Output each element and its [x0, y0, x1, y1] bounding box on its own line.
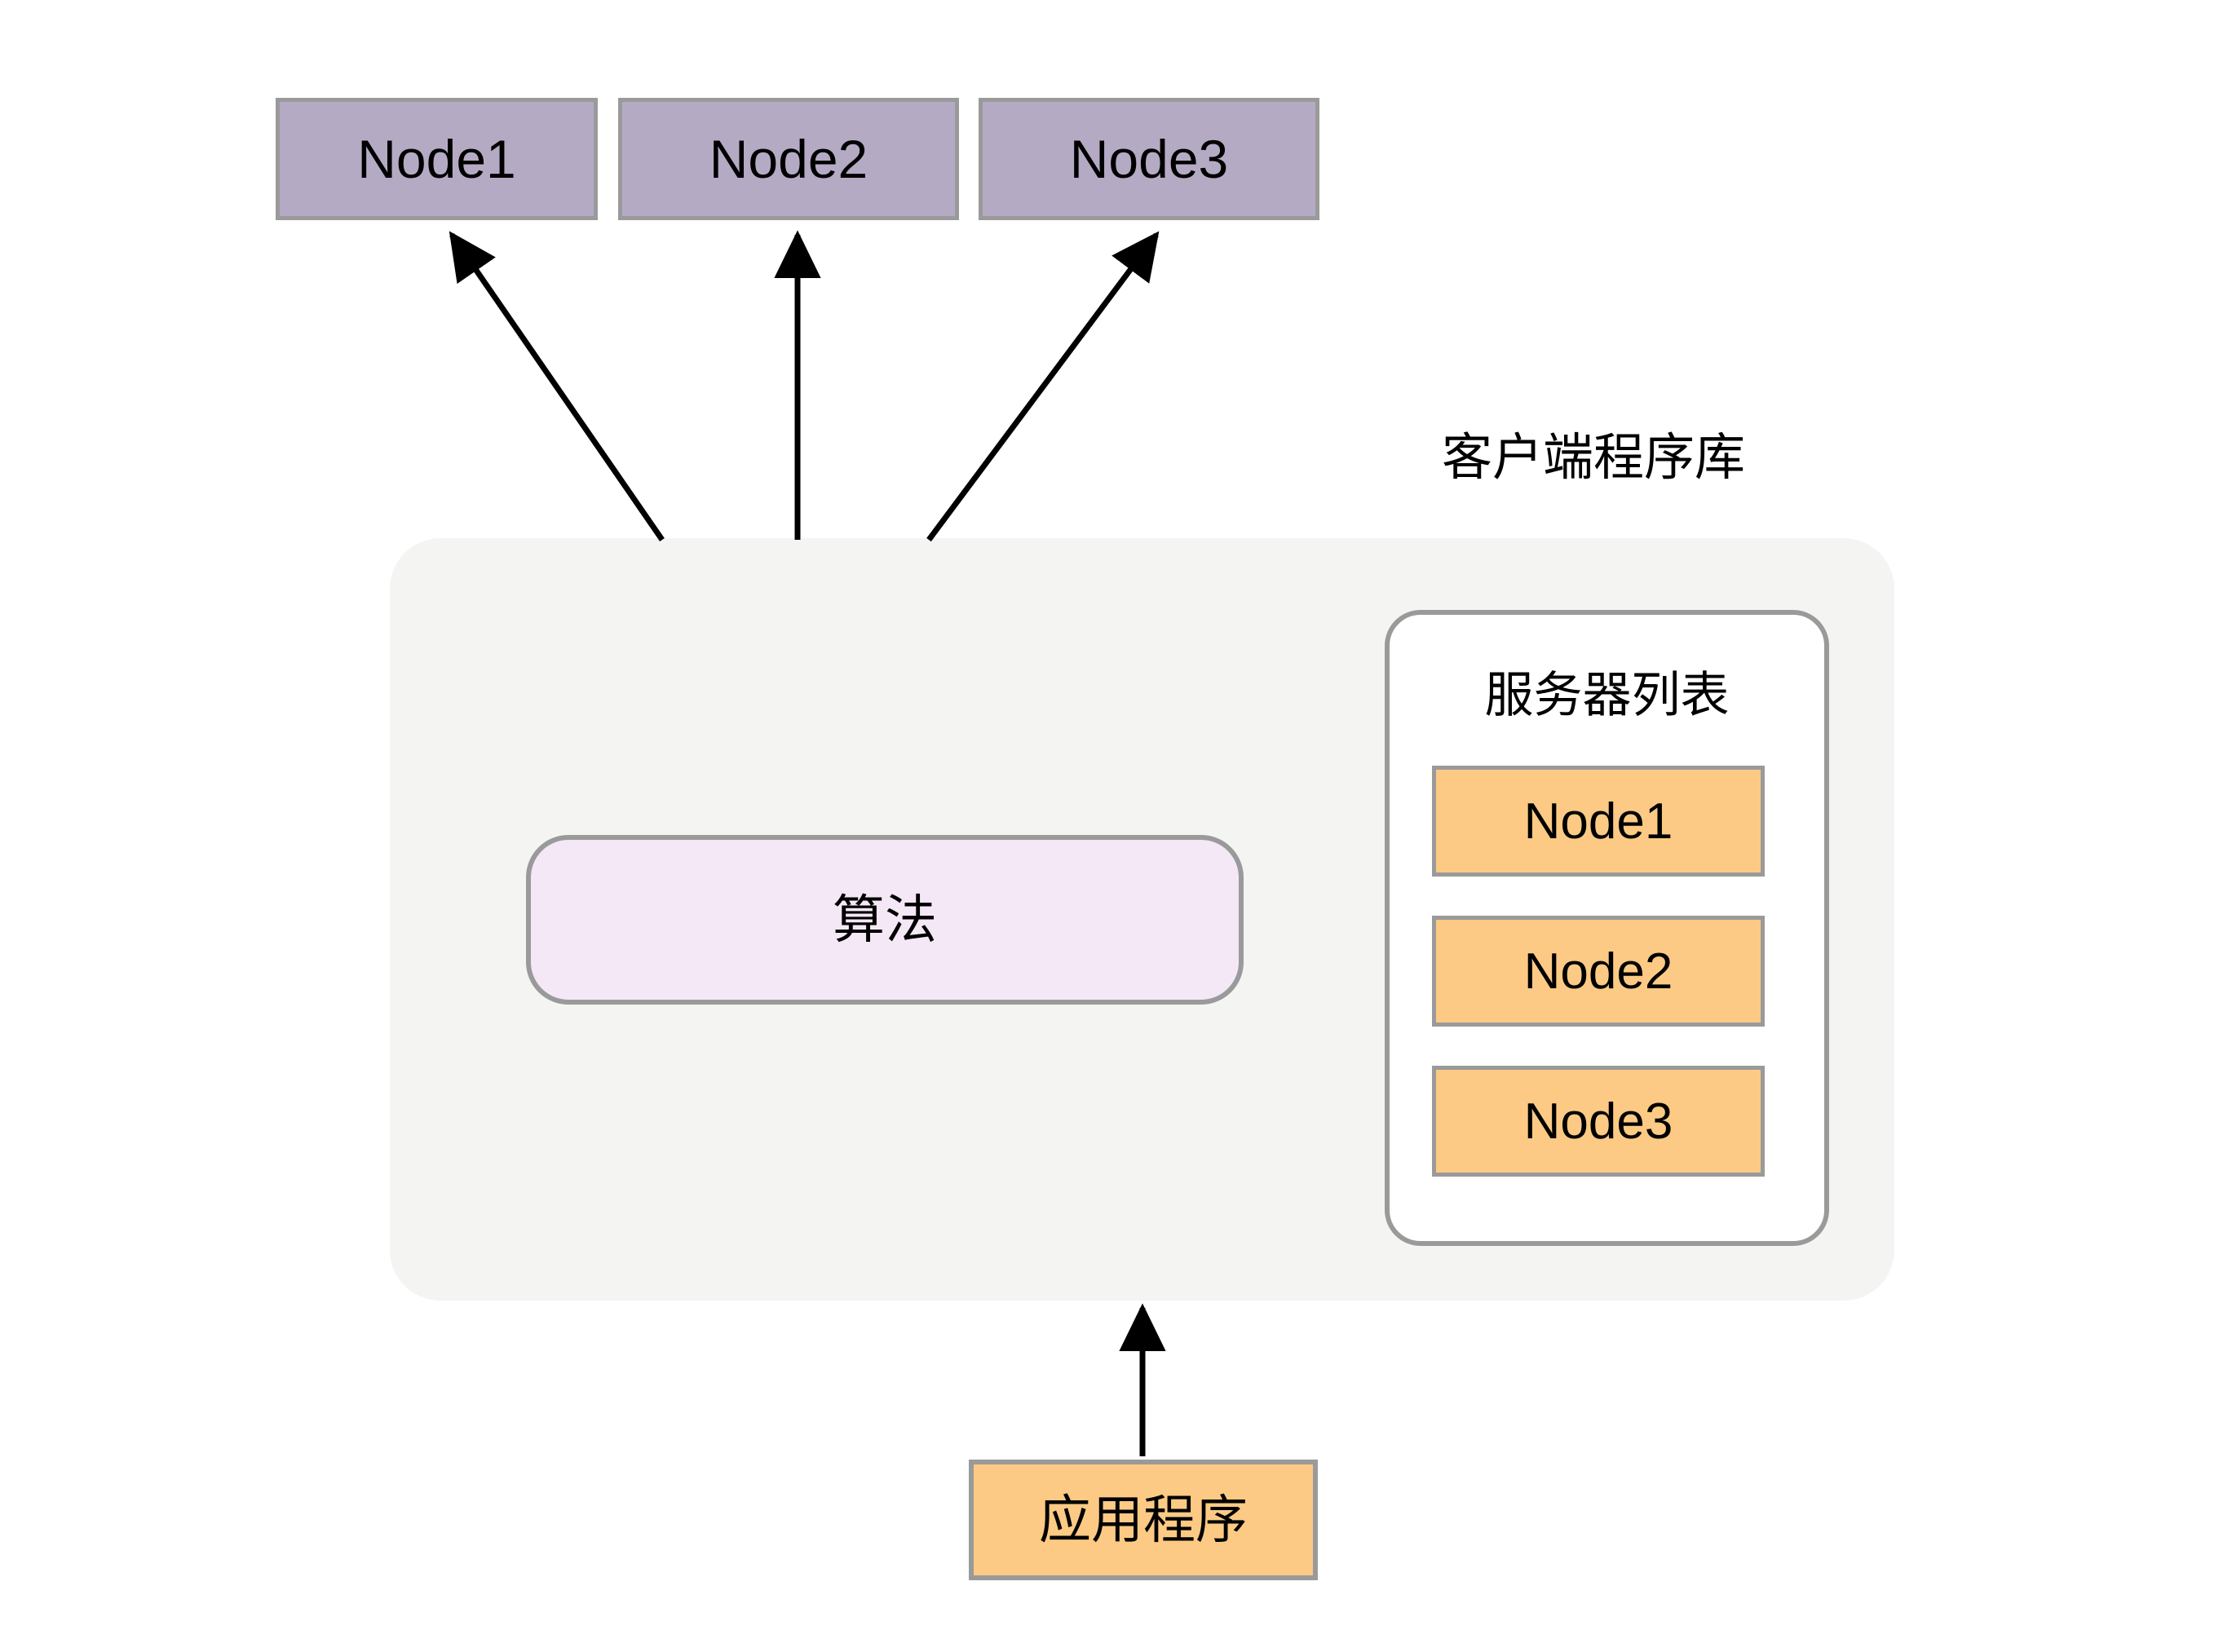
cluster-node-1: Node1 [276, 98, 598, 220]
client-library-caption: 客户端程序库 [1442, 430, 1746, 486]
algorithm-box: 算法 [526, 835, 1244, 1005]
cluster-node-3: Node3 [979, 98, 1319, 220]
server-list-item-2-label: Node2 [1523, 943, 1673, 1000]
server-list-item-1: Node1 [1432, 766, 1765, 877]
server-list-item-1-label: Node1 [1523, 793, 1673, 850]
application-label: 应用程序 [1039, 1491, 1248, 1549]
server-list-item-2: Node2 [1432, 916, 1765, 1027]
algorithm-label: 算法 [833, 890, 937, 949]
cluster-node-3-label: Node3 [1069, 129, 1229, 189]
server-list-title: 服务器列表 [1484, 668, 1730, 722]
server-list-item-3: Node3 [1432, 1066, 1765, 1177]
cluster-node-2-label: Node2 [709, 129, 868, 189]
cluster-node-2: Node2 [618, 98, 959, 220]
arrow-client-to-node3 [926, 231, 1160, 542]
server-list-item-3-label: Node3 [1523, 1093, 1673, 1150]
server-list-panel: 服务器列表 Node1 Node2 Node3 [1385, 610, 1829, 1246]
cluster-node-1-label: Node1 [357, 129, 516, 189]
application-box: 应用程序 [969, 1460, 1318, 1580]
server-list: Node1 Node2 Node3 [1432, 766, 1867, 1216]
arrow-client-to-node1 [449, 231, 665, 541]
